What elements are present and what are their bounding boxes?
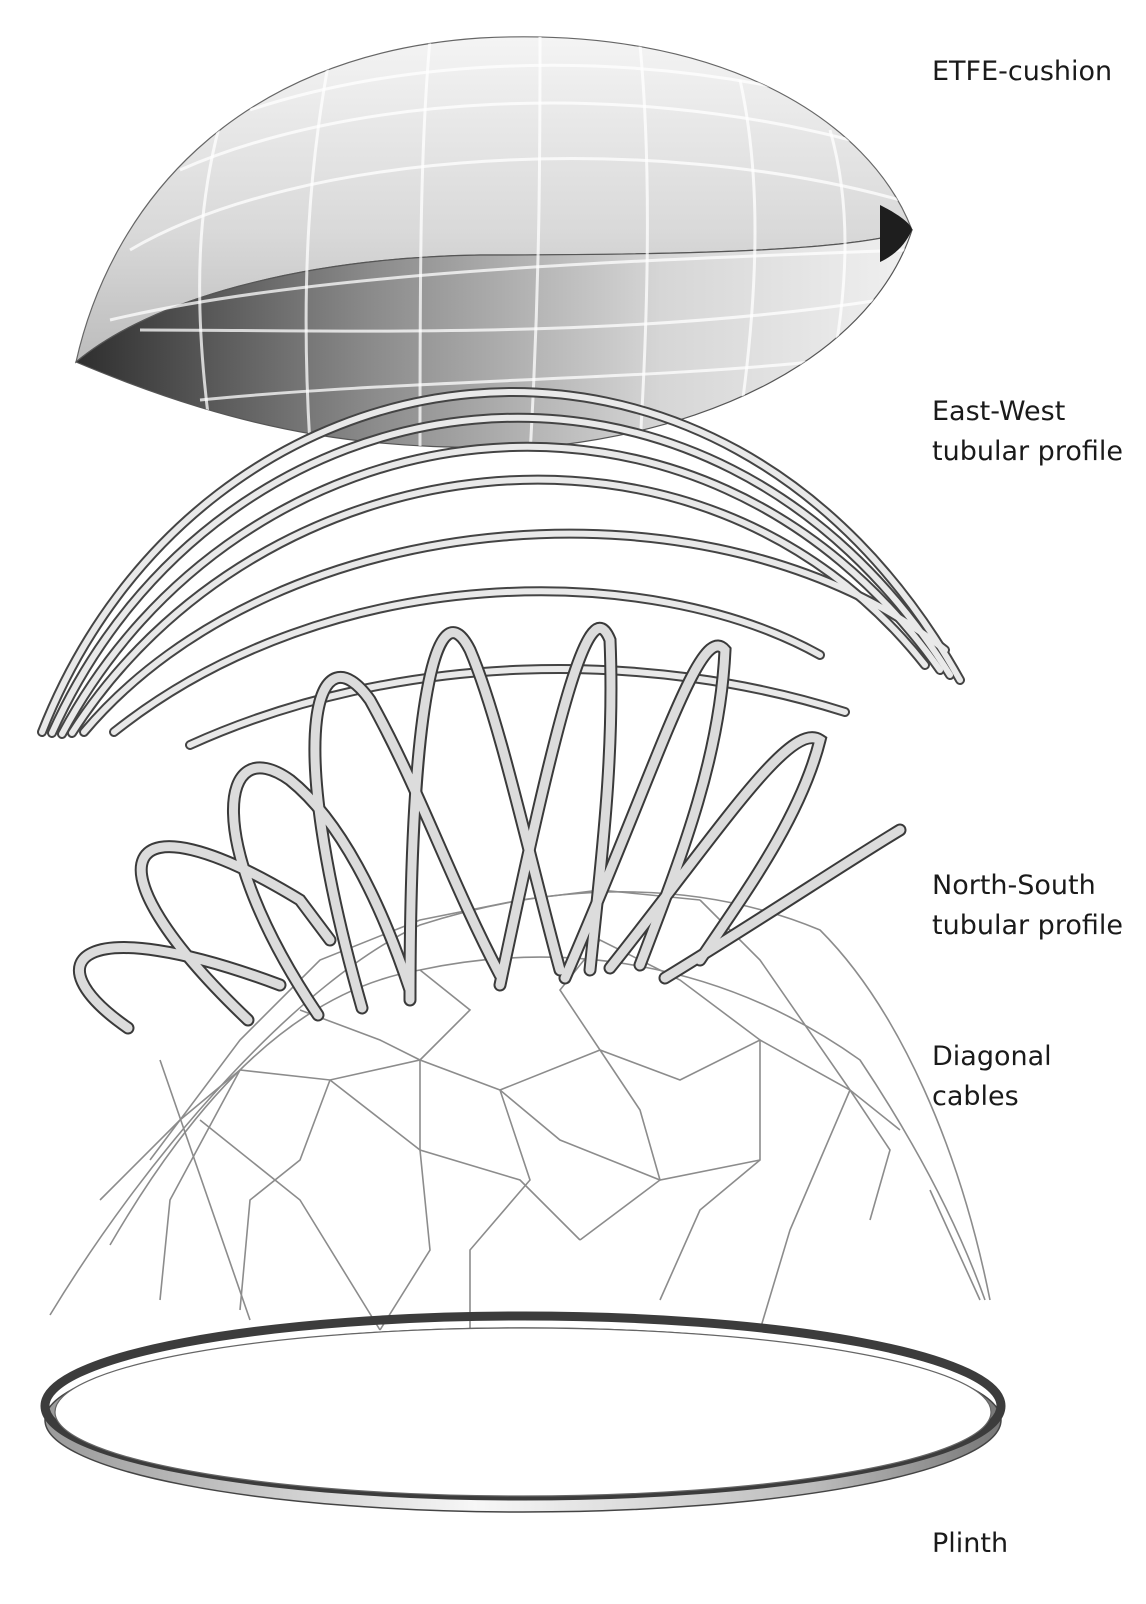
east-west-label-line-2: tubular profile xyxy=(932,432,1123,472)
diagonal-cables-label: Diagonal cables xyxy=(932,1037,1052,1117)
east-west-label-line-1: East-West xyxy=(932,392,1123,432)
plinth-label-text: Plinth xyxy=(932,1524,1008,1564)
plinth-ring xyxy=(45,1316,1001,1512)
diagonal-cables-label-line-2: cables xyxy=(932,1077,1052,1117)
north-south-label-line-1: North-South xyxy=(932,866,1123,906)
plinth-label: Plinth xyxy=(932,1524,1008,1564)
east-west-tubular-profiles xyxy=(42,392,960,745)
north-south-profile-label: North-South tubular profile xyxy=(932,866,1123,946)
diagonal-cables-label-line-1: Diagonal xyxy=(932,1037,1052,1077)
ew-profile xyxy=(190,669,845,745)
east-west-profile-label: East-West tubular profile xyxy=(932,392,1123,472)
ns-profile xyxy=(610,738,820,968)
etfe-cushion-label: ETFE-cushion xyxy=(932,52,1112,92)
etfe-cushion-label-text: ETFE-cushion xyxy=(932,52,1112,92)
north-south-label-line-2: tubular profile xyxy=(932,906,1123,946)
